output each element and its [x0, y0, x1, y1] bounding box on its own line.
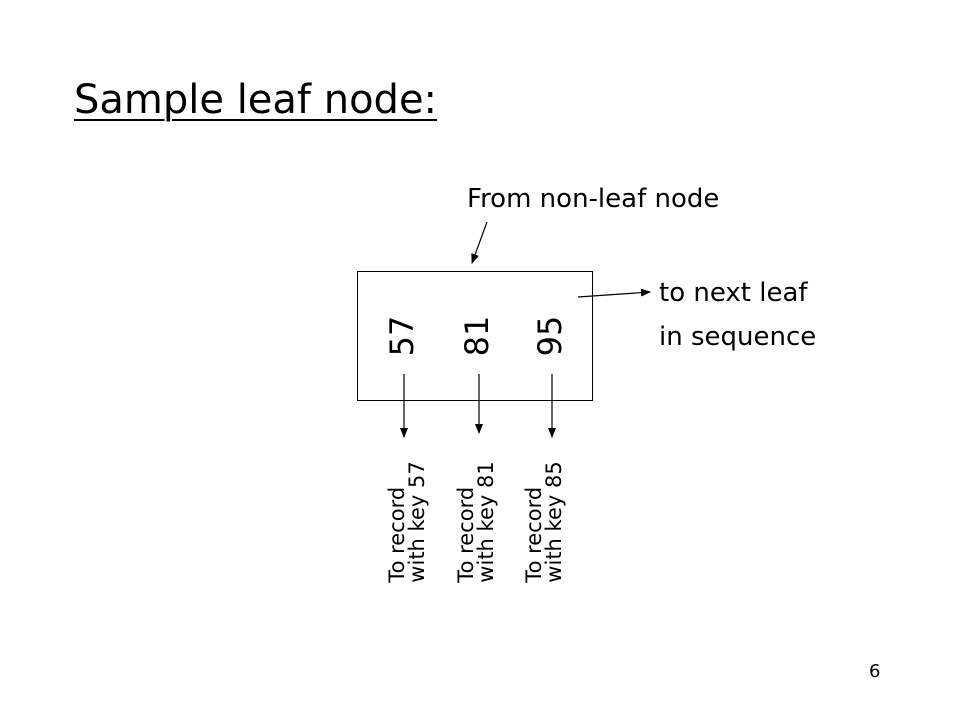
- in-sequence-label: in sequence: [659, 322, 817, 352]
- record-line-key: with key 81: [474, 461, 498, 583]
- leaf-node-box: [357, 271, 593, 401]
- from-non-leaf-arrow: [471, 221, 488, 264]
- page-number: 6: [869, 661, 881, 682]
- from-non-leaf-label: From non-leaf node: [467, 184, 720, 214]
- slide-title: Sample leaf node:: [74, 77, 438, 123]
- next-leaf-arrow: [577, 288, 651, 298]
- next-leaf-label: to next leaf: [659, 278, 808, 308]
- record-line-key: with key 85: [542, 461, 566, 583]
- record-line-key: with key 57: [405, 461, 429, 583]
